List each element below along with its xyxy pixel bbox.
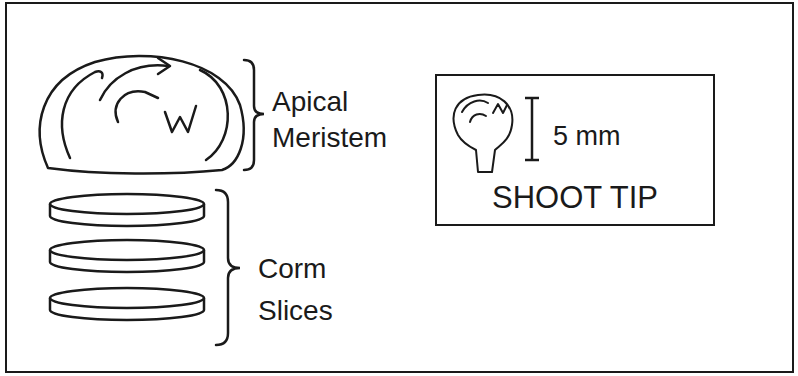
corm-slices-sketch <box>50 194 204 320</box>
curly-bracket <box>216 190 240 345</box>
leaf-primordium <box>470 114 486 122</box>
leaf-primordium <box>100 65 168 100</box>
brackets <box>216 60 264 345</box>
leaf-primordium <box>462 101 488 112</box>
dimension-bar <box>525 98 539 160</box>
curly-bracket <box>244 60 264 170</box>
shoot-tip-title: SHOOT TIP <box>441 180 709 216</box>
leaf-primordium <box>200 70 228 160</box>
dimension-label: 5 mm <box>553 120 663 152</box>
leaf-primordium <box>62 71 102 158</box>
shoot-tip-outline <box>454 95 513 172</box>
corm-slice <box>50 204 204 226</box>
figure-frame <box>6 3 793 372</box>
meristem-dome <box>40 56 244 174</box>
corm-slice <box>50 288 204 308</box>
shoot-tip-sketch <box>454 95 513 172</box>
corm-slice <box>50 298 204 320</box>
leaf-primordium <box>493 104 507 113</box>
shoot-tip-box: 5 mm SHOOT TIP <box>435 74 715 226</box>
part-label: Corm Slices <box>258 248 368 332</box>
corm-slice <box>50 250 204 272</box>
corm-slice <box>50 194 204 214</box>
leaf-primordium <box>158 58 170 74</box>
leaf-primordium <box>165 106 196 132</box>
part-label: Apical Meristem <box>272 84 422 156</box>
dimension-line <box>531 98 534 160</box>
dimension-tick <box>525 159 539 162</box>
corm-slice <box>50 240 204 260</box>
apical-meristem-sketch <box>40 56 244 174</box>
dimension-tick <box>525 97 539 100</box>
leaf-primordium <box>116 91 158 122</box>
